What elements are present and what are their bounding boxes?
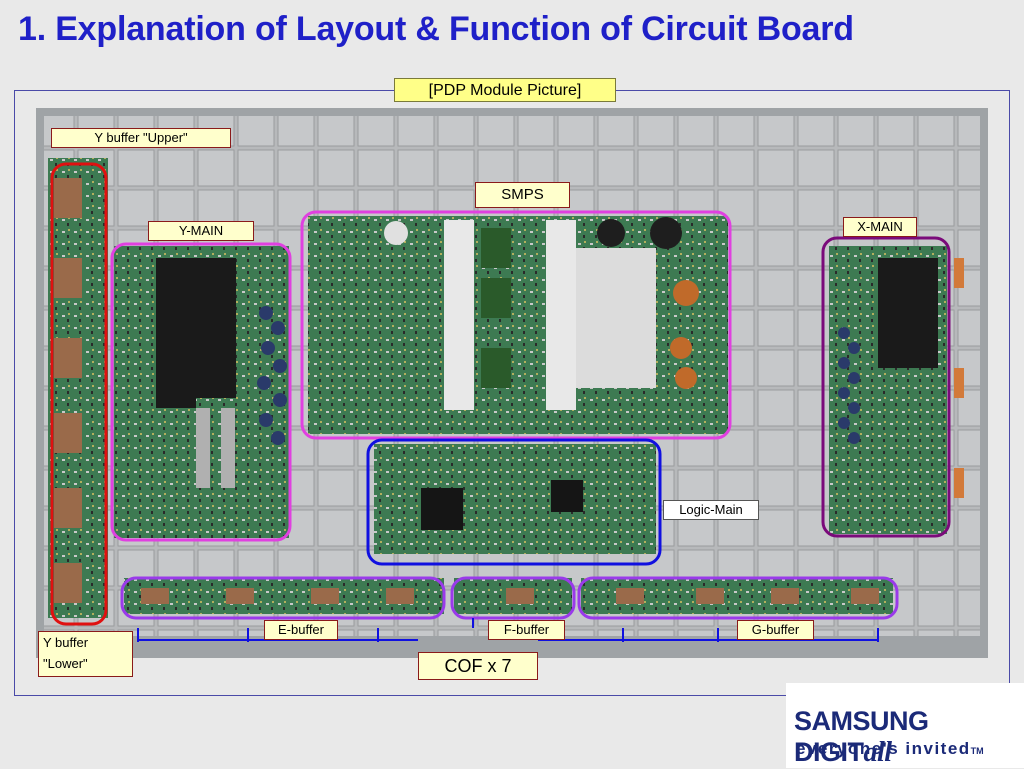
label-logic-main: Logic-Main xyxy=(663,500,759,520)
logo-area xyxy=(786,683,1024,768)
label-smps: SMPS xyxy=(475,182,570,208)
picture-caption: [PDP Module Picture] xyxy=(394,78,616,102)
label-cof: COF x 7 xyxy=(418,652,538,680)
slide-title: 1. Explanation of Layout & Function of C… xyxy=(18,10,854,48)
label-e-buffer: E-buffer xyxy=(264,620,338,640)
logo-tagline-text: everyone's invited xyxy=(796,739,971,758)
label-x-main: X-MAIN xyxy=(843,217,917,237)
label-y-main: Y-MAIN xyxy=(148,221,254,241)
logo-brand: SAMSUNG DIGIT xyxy=(794,706,929,767)
logo-tm: TM xyxy=(970,746,984,756)
label-y-buffer-lower-line2: "Lower" xyxy=(43,656,88,671)
logo-tagline: everyone's invitedTM xyxy=(796,739,984,759)
logo-brand-suffix: all xyxy=(863,737,893,768)
label-f-buffer: F-buffer xyxy=(488,620,565,640)
label-y-buffer-upper: Y buffer "Upper" xyxy=(51,128,231,148)
label-g-buffer: G-buffer xyxy=(737,620,814,640)
label-y-buffer-lower: Y buffer "Lower" xyxy=(38,631,133,677)
label-y-buffer-lower-line1: Y buffer xyxy=(43,635,89,650)
samsung-logo: SAMSUNG DIGITall xyxy=(794,706,1024,769)
